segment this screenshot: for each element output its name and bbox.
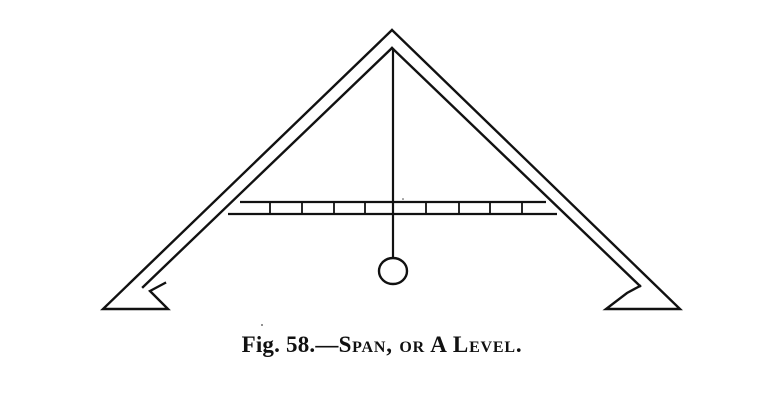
print-speck [261, 324, 263, 326]
caption-figure-number: Fig. 58.— [241, 332, 339, 357]
print-speck [402, 198, 404, 200]
span-right-leg-inner [390, 46, 642, 288]
crossbar-graduations [269, 202, 523, 214]
plumb-bob [377, 256, 409, 286]
span-frame-outer [100, 28, 683, 311]
span-left-leg-inner [141, 46, 394, 289]
figure-caption: Fig. 58.—Span, or A Level. [0, 332, 764, 358]
caption-title: Span, or A Level. [338, 332, 523, 357]
